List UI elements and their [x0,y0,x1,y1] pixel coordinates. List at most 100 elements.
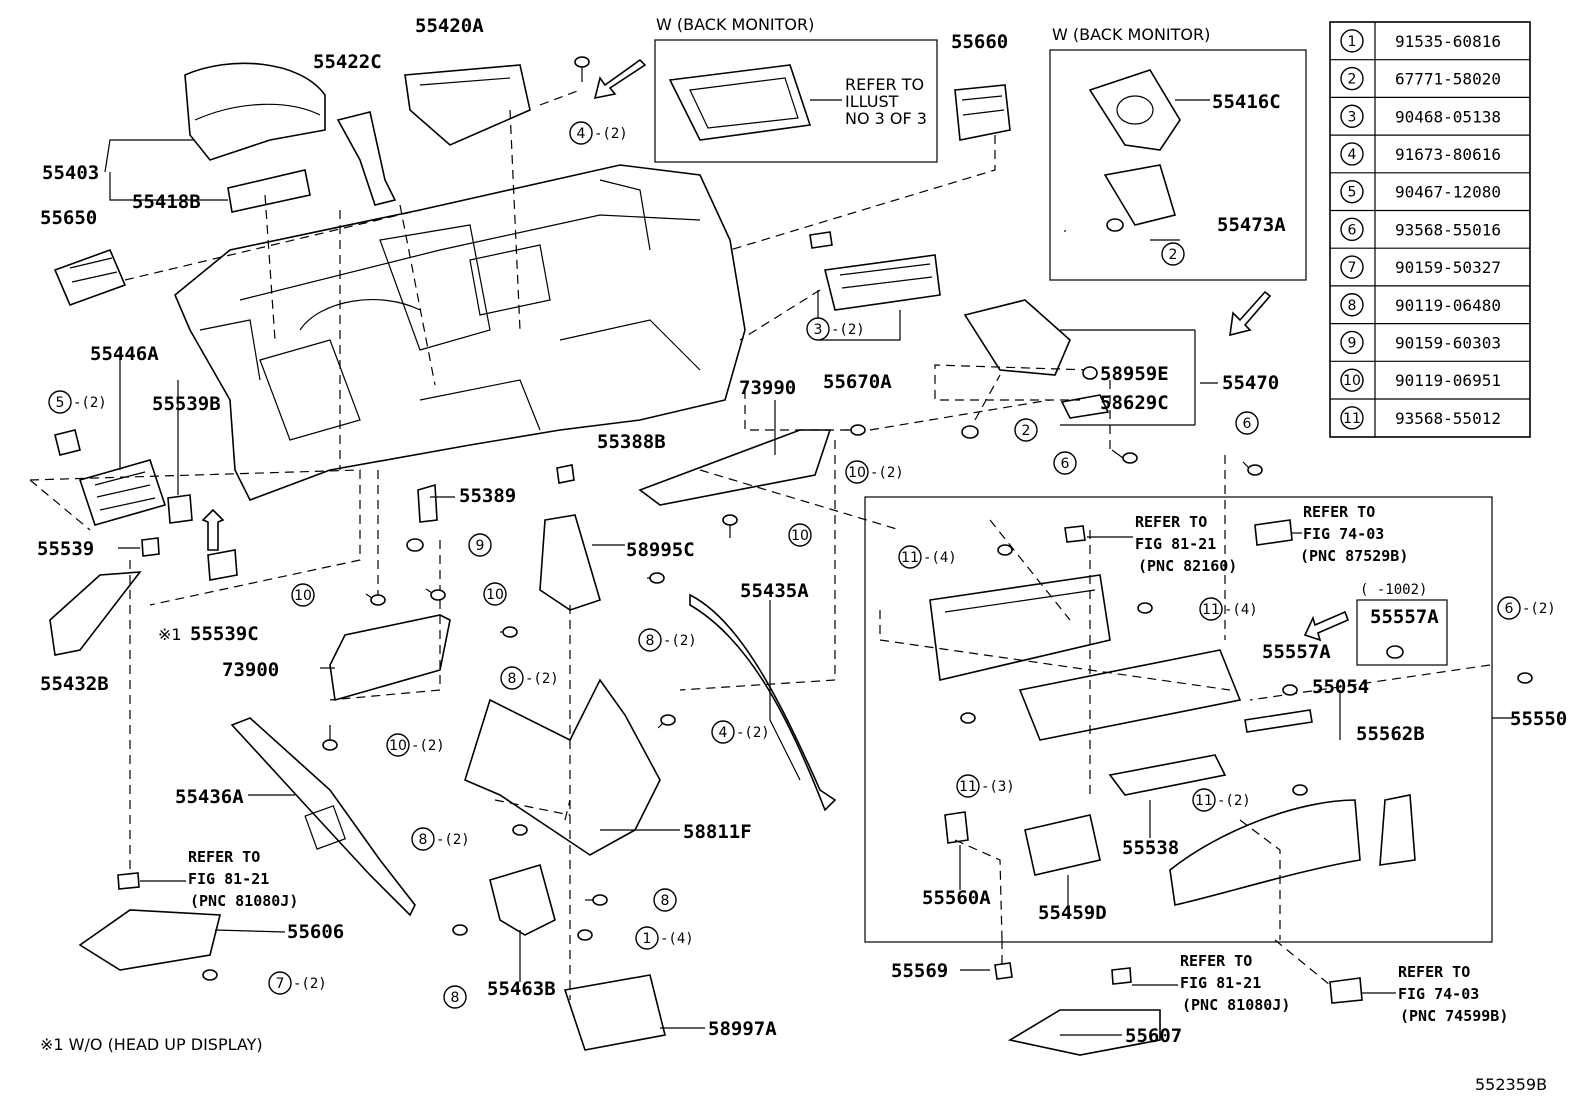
svg-text:10: 10 [294,588,312,604]
qty-label: -(3) [981,779,1015,795]
svg-text:REFER TO: REFER TO [1135,513,1207,531]
legend-number-circle [1340,330,1364,355]
date-range: ( -1002) [1360,582,1427,598]
part-label: 55550 [1510,708,1567,730]
svg-text:11: 11 [1195,793,1213,809]
svg-text:(PNC 81080J): (PNC 81080J) [190,892,298,910]
part-label: 55435A [740,580,809,602]
legend-part-number: 90159-50327 [1395,258,1501,277]
leader-lines [104,139,1512,1036]
legend-part-number: 90159-60303 [1395,333,1501,352]
part-label: 55463B [487,978,556,1000]
bracket-55463B [489,863,556,936]
svg-text:8: 8 [646,633,655,649]
part-label: 55418B [132,191,201,213]
legend-part-number: 90119-06951 [1395,371,1501,390]
center-vent [824,254,941,311]
refer-block-82160: REFER TO FIG 81-21 (PNC 82160) [1087,513,1237,575]
center-vent-clip [809,231,833,249]
bracket-55606 [78,909,222,971]
svg-text:(PNC 74599B): (PNC 74599B) [1400,1007,1508,1025]
legend-number: 7 [1348,260,1357,276]
qty-label: -(2) [411,738,445,754]
instrument-panel-reinforcement [174,164,746,502]
svg-text:8: 8 [508,671,517,687]
svg-text:2: 2 [1022,423,1031,439]
part-label: 55557A [1370,606,1439,628]
vent-55650 [53,248,127,307]
vent-55660 [954,84,1011,141]
refer-block-81080J-2: REFER TO FIG 81-21 (PNC 81080J) [1132,952,1290,1014]
svg-text:FIG 74-03: FIG 74-03 [1398,985,1479,1003]
qty-label: -(2) [293,976,327,992]
svg-text:9: 9 [476,538,485,554]
svg-text:(PNC 81080J): (PNC 81080J) [1182,996,1290,1014]
legend-part-number: 93568-55016 [1395,220,1501,239]
side-trim-55435A [689,593,837,812]
refer-illust-line2: ILLUST [845,92,899,111]
bracket-55473A [1103,164,1177,226]
legend-number-circle [1340,293,1364,317]
back-monitor-header-1: W (BACK MONITOR) [656,15,814,34]
svg-text:4: 4 [577,126,586,142]
console-trim-55436A [230,717,416,917]
switch-55539 [141,537,160,557]
legend-number: 6 [1348,222,1357,238]
part-label: 58629C [1100,392,1169,414]
ref-clip-81080J-2 [1111,967,1132,985]
svg-text:10: 10 [848,465,866,481]
striker-55562B [1244,709,1313,733]
svg-text:(PNC 87529B): (PNC 87529B) [1300,547,1408,565]
legend-number: 9 [1348,335,1357,351]
lower-cover-73900 [329,614,451,702]
qty-label: -(2) [1522,601,1556,617]
part-label: 55539C [190,623,259,645]
svg-text:4: 4 [719,725,728,741]
qty-label: -(2) [73,395,107,411]
bracket-58995C [539,514,601,611]
legend-part-number: 90467-12080 [1395,183,1501,202]
diagram-id: 552359B [1475,1075,1547,1094]
legend-number-circle [1340,104,1364,128]
qty-label: -(4) [1224,602,1258,618]
svg-text:6: 6 [1061,456,1070,472]
legend-number-circle [1340,255,1364,279]
refer-block-81080J-1: REFER TO FIG 81-21 (PNC 81080J) [140,848,298,910]
part-label: 55539B [152,393,221,415]
svg-text:8: 8 [661,893,670,909]
svg-text:REFER TO: REFER TO [188,848,260,866]
qty-label: -(4) [660,931,694,947]
back-monitor-box-2 [1049,49,1307,281]
arrow-1 [593,58,647,100]
switch-55539B [167,494,193,524]
ref-pad-87529B [1254,519,1293,546]
switch-55539C [207,549,238,581]
meter-hood-lower [227,169,311,213]
part-label: 58959E [1100,363,1169,385]
callout-circles: 4 2 5 3 2 6 6 10 10 9 10 10 8 8 10 4 8 8… [48,121,1521,1009]
back-monitor-box-1 [654,39,938,163]
svg-text:3: 3 [814,322,823,338]
svg-text:(PNC 82160): (PNC 82160) [1138,557,1237,575]
qty-label: -(2) [436,832,470,848]
legend-number: 1 [1348,34,1357,50]
part-label: 55459D [1038,902,1107,924]
legend-number-circle [1340,142,1364,166]
glovebox-lid [1169,799,1361,906]
star-note-marker: ※1 [158,625,182,644]
part-label: 58811F [683,821,752,843]
refer-block-74599B: REFER TO FIG 74-03 (PNC 74599B) [1362,963,1508,1025]
qty-label: -(2) [663,633,697,649]
glovebox-55459D [1024,814,1101,876]
part-label: 58995C [626,539,695,561]
glovebox-assembly-box [864,496,1493,943]
svg-text:REFER TO: REFER TO [1398,963,1470,981]
legend-number-circle [1340,66,1364,91]
part-label: 55389 [459,485,516,507]
legend-part-number: 67771-58020 [1395,70,1501,89]
part-label: 55670A [823,371,892,393]
svg-text:2: 2 [1169,247,1178,263]
qty-label: -(2) [870,465,904,481]
heater-control-bezel [78,459,167,526]
